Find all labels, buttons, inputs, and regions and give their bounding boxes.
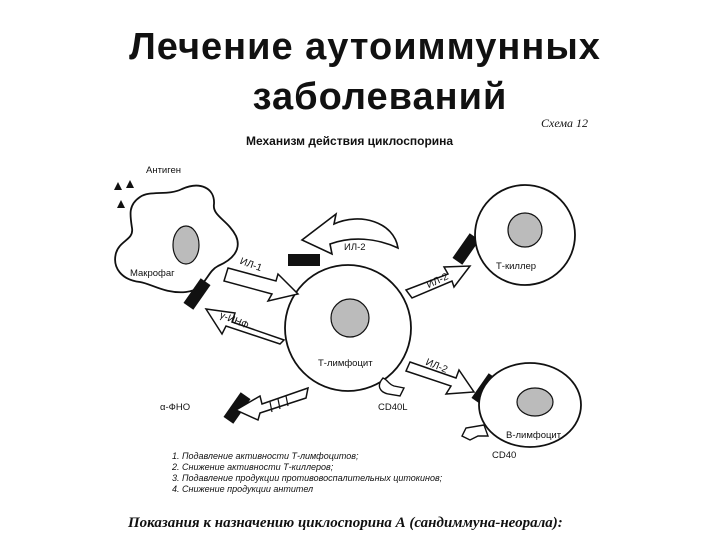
b-lymphocyte-label: В-лимфоцит bbox=[506, 430, 561, 441]
effect-item: 2. Снижение активности Т-киллеров; bbox=[172, 462, 442, 473]
t-lymphocyte-nucleus bbox=[331, 299, 369, 337]
effect-item: 3. Подавление продукции противовоспалите… bbox=[172, 473, 442, 484]
cd40-receptor bbox=[462, 425, 488, 440]
tnf-label: α-ФНО bbox=[160, 402, 190, 413]
il2-autocrine-label: ИЛ-2 bbox=[344, 242, 366, 253]
antigen-label: Антиген bbox=[146, 165, 181, 176]
effect-item: 1. Подавление активности Т-лимфоцитов; bbox=[172, 451, 442, 462]
b-lymphocyte-nucleus bbox=[517, 388, 553, 416]
t-killer-label: Т-киллер bbox=[496, 261, 536, 272]
effects-list: 1. Подавление активности Т-лимфоцитов; 2… bbox=[172, 451, 442, 495]
il1-arrow bbox=[224, 268, 298, 301]
indications-heading: Показания к назначению циклоспорина А (с… bbox=[128, 515, 563, 532]
cd40l-receptor bbox=[379, 378, 404, 396]
antigen-triangles bbox=[114, 180, 134, 208]
cd40l-label: CD40L bbox=[378, 402, 408, 413]
t-lymphocyte-label: Т-лимфоцит bbox=[318, 358, 373, 369]
t-cell-il2-receptor bbox=[288, 254, 320, 266]
t-killer-nucleus bbox=[508, 213, 542, 247]
antigen-triangle bbox=[126, 180, 134, 188]
antigen-triangle bbox=[117, 200, 125, 208]
cd40-label: CD40 bbox=[492, 450, 516, 461]
macrophage-nucleus bbox=[173, 226, 199, 264]
tnf-arrow bbox=[236, 388, 308, 420]
effect-item: 4. Снижение продукции антител bbox=[172, 484, 442, 495]
macrophage-label: Макрофаг bbox=[130, 268, 175, 279]
antigen-triangle bbox=[114, 182, 122, 190]
